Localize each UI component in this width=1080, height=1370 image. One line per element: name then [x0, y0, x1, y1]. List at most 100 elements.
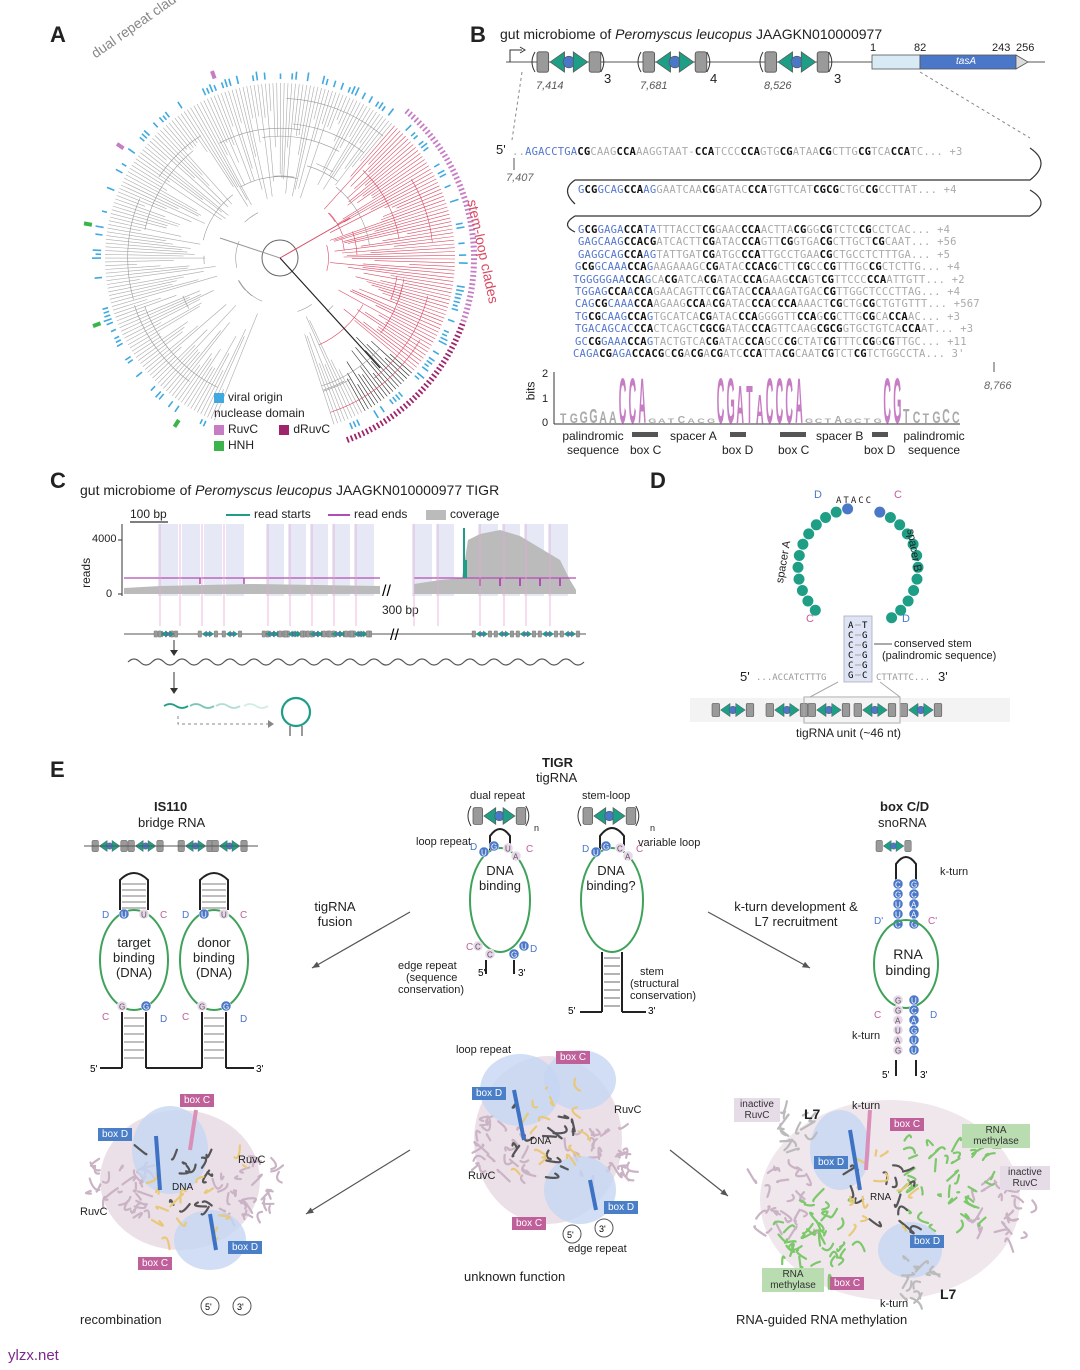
- nuclease-mark: [345, 436, 350, 443]
- logo-label-spacer-b: spacer B: [816, 429, 864, 443]
- nuclease-mark: [468, 228, 476, 232]
- tree-leaf: [133, 161, 222, 220]
- tree-leaf: [360, 366, 385, 399]
- ruvc-ribbon: [211, 1177, 224, 1190]
- ruvc-ribbon: [475, 1129, 482, 1142]
- inactive-ruvc-ribbon: [775, 1178, 790, 1184]
- logo-label-palindromic-right: palindromic sequence: [903, 429, 965, 457]
- legend-coverage-swatch: [426, 510, 446, 520]
- rna-ribbon: [868, 1218, 883, 1228]
- nuclease-mark: [349, 435, 354, 442]
- loop-nucleotide: [906, 538, 920, 551]
- tree-leaf: [115, 295, 177, 318]
- viral-origin-mark: [456, 226, 465, 230]
- tigr-sub: tigRNA: [536, 770, 578, 785]
- viral-origin-mark: [152, 122, 159, 128]
- nucleotide: [614, 842, 626, 854]
- d-letter: D: [582, 844, 589, 855]
- methylase-ribbon: [903, 1134, 913, 1142]
- tag-ruvc: RuvC: [468, 1170, 496, 1182]
- tree-leaf: [407, 225, 452, 235]
- ruvc-ribbon: [238, 1199, 247, 1210]
- nuclease-mark: [375, 422, 381, 429]
- nucleotide-letter: G: [603, 843, 609, 852]
- dna-binding-q-label: DNA binding?: [586, 863, 636, 893]
- tree-leaf: [371, 340, 410, 377]
- rna-ribbon: [233, 1144, 241, 1160]
- tree-leaf: [142, 149, 223, 213]
- tree-arc: [235, 240, 240, 268]
- tree-arc: [182, 295, 190, 309]
- tree-leaf: [160, 129, 203, 176]
- tag-l7: L7: [804, 1106, 821, 1122]
- stem-base-right: G: [862, 661, 867, 671]
- bits-tick-0: 0: [542, 417, 549, 429]
- tree-leaf: [109, 280, 177, 296]
- methylase-ribbon: [925, 1139, 934, 1147]
- tree-leaf: [374, 260, 455, 264]
- tree-leaf: [197, 353, 230, 413]
- tree-leaf: [203, 100, 246, 186]
- nuclease-mark: [372, 424, 377, 431]
- tree-leaf: [162, 127, 232, 205]
- arrow-to-snorna-head: [802, 961, 810, 968]
- arrow-to-is110-head: [312, 961, 320, 968]
- rna-ribbon: [203, 1187, 215, 1195]
- stem-base-left: C: [848, 631, 853, 641]
- viral-origin-mark: [110, 328, 117, 333]
- methylase-ribbon: [795, 1248, 808, 1260]
- tree-leaf: [349, 105, 368, 138]
- viral-origin-mark: [438, 339, 447, 346]
- nucleotide-letter: G: [911, 881, 917, 890]
- viral-origin-mark: [413, 134, 419, 140]
- kturn-bottom-label: k-turn: [852, 1030, 881, 1042]
- three-prime: 3': [920, 1070, 928, 1081]
- nuclease-mark: [432, 139, 439, 145]
- nuclease-mark: [439, 149, 446, 155]
- nuclease-mark: [433, 369, 440, 376]
- five-prime-marker: [200, 1296, 220, 1316]
- gene-tick-82: 82: [914, 42, 927, 54]
- rna-ribbon: [531, 1099, 538, 1109]
- tree-leaf: [261, 83, 266, 118]
- tree-leaf: [362, 374, 382, 401]
- viral-origin-mark: [106, 186, 115, 192]
- logo-letter: T: [864, 417, 871, 425]
- box-c-strand: [188, 1109, 198, 1151]
- nucleotide: [138, 908, 150, 920]
- nuclease-mark: [428, 376, 435, 382]
- d-right-seq: CTTATTC...: [876, 673, 931, 683]
- viral-origin-mark: [103, 310, 110, 314]
- c-letter: C: [636, 844, 643, 855]
- ruvc-ribbon: [95, 1183, 102, 1193]
- inactive-ruvc-ribbon: [970, 1189, 976, 1201]
- tree-leaf: [360, 232, 454, 247]
- logo-letter: A: [638, 366, 646, 437]
- tree-leaf: [200, 369, 224, 415]
- nuclease-mark: [440, 359, 447, 365]
- tree-arc: [292, 123, 364, 153]
- nuclease-mark: [405, 400, 412, 407]
- tree-leaf: [375, 304, 438, 336]
- panel-label-c: C: [50, 468, 66, 493]
- ruvc-ribbon: [143, 1209, 151, 1219]
- tag-ruvc: RuvC: [238, 1154, 266, 1166]
- processed-fragment: [163, 703, 189, 709]
- tree-arc: [238, 280, 263, 302]
- tree-arc: [411, 179, 433, 242]
- array-count-3: 3: [834, 71, 842, 86]
- tree-arc: [127, 198, 140, 300]
- methylase-ribbon: [984, 1180, 995, 1186]
- rna-ribbon: [861, 1195, 869, 1209]
- tree-leaf: [119, 188, 167, 210]
- array-pos-3: 8,526: [764, 80, 792, 92]
- logo-letter: A: [658, 417, 666, 425]
- logo-label-boxc-2: box C: [778, 443, 810, 457]
- legend-read-ends: read ends: [354, 507, 408, 521]
- nuclease-mark: [431, 373, 438, 379]
- methylase-ribbon: [851, 1240, 866, 1253]
- tree-leaf: [351, 289, 441, 329]
- viral-origin-mark: [416, 372, 425, 380]
- nucleotide-letter: G: [911, 921, 917, 930]
- nucleotide-letter: C: [617, 845, 623, 854]
